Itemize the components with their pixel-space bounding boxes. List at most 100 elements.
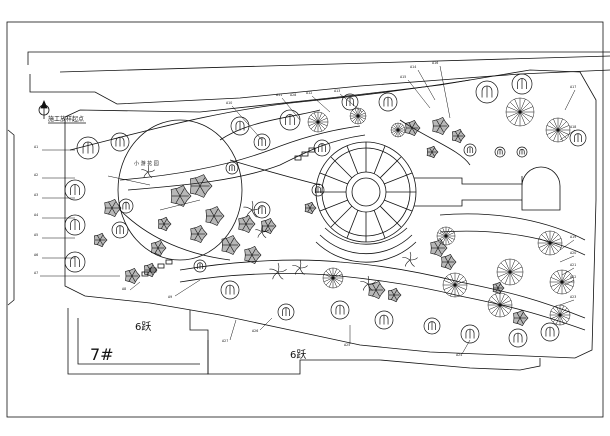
plant-tag: A24 (456, 353, 462, 357)
tag-leader (407, 79, 431, 109)
tag-leader (417, 69, 436, 101)
plant-tag: A17 (570, 85, 576, 89)
shrub-symbol (93, 232, 108, 248)
tree-symbol (511, 73, 533, 95)
tree-symbol (442, 272, 468, 298)
plant-tag: A8 (122, 287, 126, 291)
tag-leader (439, 65, 451, 119)
tag-leader (561, 267, 575, 276)
path-inner-3 (219, 109, 321, 141)
tag-leader (339, 93, 363, 113)
building-number: 7# (90, 345, 114, 364)
plant-tag: A25 (344, 343, 350, 347)
drawing-border (6, 21, 604, 418)
tag-leader (159, 199, 201, 211)
tree-symbol (549, 269, 575, 295)
palm-symbol (292, 259, 308, 275)
lawn-oval (117, 119, 243, 261)
plant-tag: A19 (570, 235, 576, 239)
tree-layer (64, 73, 587, 348)
tree-symbol (549, 304, 571, 326)
palm-symbol (269, 262, 287, 280)
tree-symbol (313, 139, 331, 157)
shrub-symbol (170, 185, 192, 207)
shrub-symbol (190, 225, 208, 243)
building-bottom-outline (207, 340, 541, 375)
shrub-symbol (513, 310, 529, 326)
tree-symbol (537, 230, 563, 256)
plant-tag: A23 (570, 295, 576, 299)
tree-symbol (423, 317, 441, 335)
shrub-symbol (104, 199, 122, 217)
tree-symbol (505, 97, 535, 127)
floor-label-1: 6跃 (135, 321, 151, 333)
shrub-symbol (368, 281, 386, 299)
plant-tag: A6 (34, 253, 38, 257)
palm-symbol (360, 275, 376, 291)
tag-leader (564, 89, 576, 111)
tree-symbol (496, 258, 524, 286)
road-centerline (59, 55, 610, 73)
path-inner-1 (119, 125, 361, 181)
road-edge-top (27, 51, 610, 65)
title-note: 施工放样起点 (48, 115, 84, 123)
shrub-symbol (304, 201, 317, 215)
tree-symbol (253, 133, 271, 151)
tag-leader (559, 299, 575, 306)
tree-symbol (349, 107, 367, 125)
tree-symbol (111, 221, 129, 239)
shrub-symbol (451, 128, 466, 144)
walkway-top (414, 177, 522, 185)
central-plaza (315, 141, 417, 263)
shrub-symbol (387, 287, 402, 303)
plant-tag: A20 (570, 251, 576, 255)
plant-tag: A21 (570, 263, 576, 267)
tag-leader (281, 97, 301, 121)
tree-symbol (64, 179, 86, 201)
shrub-symbol (244, 246, 262, 264)
tree-symbol (487, 292, 513, 318)
tree-symbol (311, 183, 325, 197)
tree-symbol (64, 214, 86, 236)
path-inner-2 (127, 134, 366, 191)
shrub-symbol (189, 174, 213, 198)
tree-symbol (230, 116, 250, 136)
shrub-symbol (205, 206, 225, 226)
garden-note: 小 游 花 园 (134, 160, 159, 167)
shrub-symbol (426, 145, 439, 159)
plant-tag: A26 (252, 329, 258, 333)
shrub-symbol (441, 254, 457, 270)
shrub-symbol (261, 218, 277, 234)
road-curb-top (29, 69, 610, 105)
plant-tag: A18 (570, 125, 576, 129)
floor-label-2: 6跃 (290, 349, 306, 361)
shrub-symbol (432, 117, 450, 135)
plant-tag: A28 (290, 93, 296, 97)
tag-leader (559, 255, 575, 263)
path-east-2 (439, 230, 586, 256)
tree-symbol (475, 80, 499, 104)
shrub-symbol (221, 235, 241, 255)
path-west (119, 209, 231, 261)
plant-tag: A12 (306, 91, 312, 95)
palm-symbol (402, 251, 418, 267)
tree-symbol (516, 146, 528, 158)
plant-tag: A3 (34, 193, 38, 197)
plant-tag: A14 (410, 65, 416, 69)
tree-symbol (569, 129, 587, 147)
path-inner-4 (229, 159, 321, 186)
plant-tag: A15 (400, 75, 406, 79)
tag-leader (559, 129, 576, 141)
shrub-symbol (125, 268, 141, 284)
tag-leader (461, 339, 471, 355)
tree-symbol (279, 109, 301, 131)
palm-symbol (255, 224, 269, 238)
plant-tag: A27 (222, 339, 228, 343)
tree-symbol (341, 93, 359, 111)
tree-symbol (508, 328, 528, 348)
plant-tag: A22 (570, 275, 576, 279)
north-arrow-icon (38, 99, 50, 119)
shrub-symbol (238, 215, 256, 233)
tree-symbol (220, 280, 240, 300)
